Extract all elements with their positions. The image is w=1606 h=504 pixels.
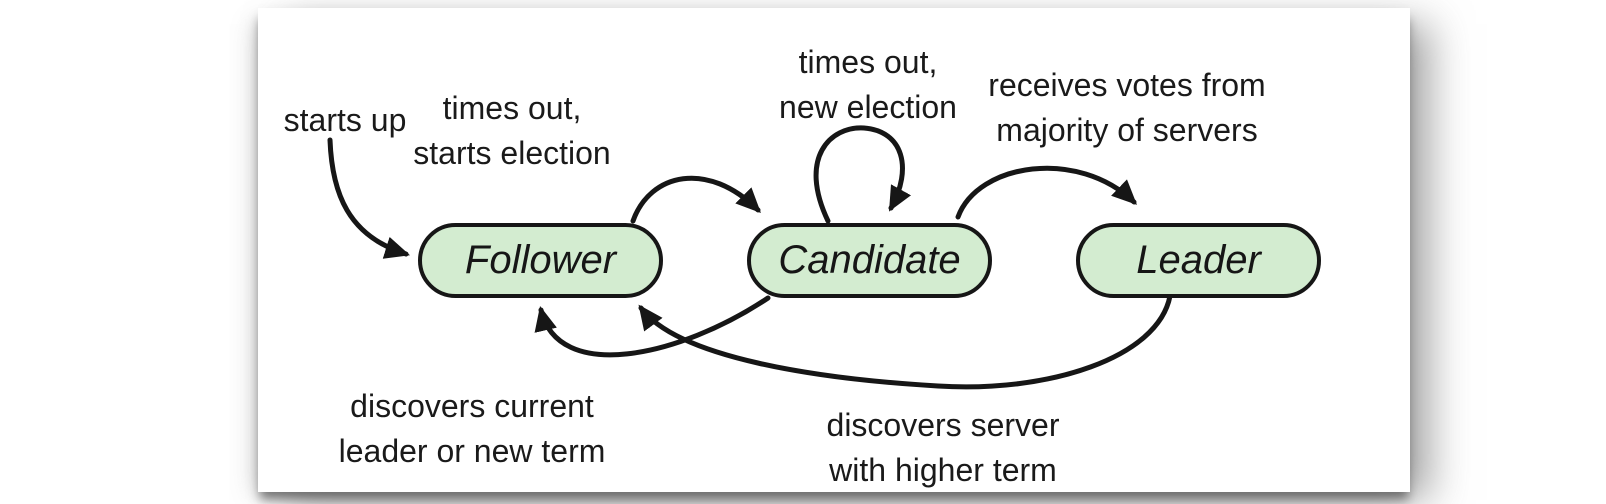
state-node-candidate: Candidate (747, 223, 992, 298)
transition-arrows-layer (327, 125, 1173, 390)
arrow-candidate-self-loop (813, 125, 912, 224)
state-label-leader: Leader (1136, 238, 1261, 282)
transition-label-discovers-higher-term: discovers server with higher term (826, 407, 1060, 488)
transition-label-times-out-starts-election: times out, starts election (413, 90, 611, 171)
transition-label-starts-up: starts up (283, 102, 407, 138)
transition-label-receives-votes: receives votes from majority of servers (988, 67, 1266, 148)
diagram-page: Follower Candidate Leader starts up time… (258, 8, 1410, 492)
state-label-follower: Follower (464, 238, 617, 282)
state-label-candidate: Candidate (778, 238, 961, 282)
arrow-candidate-to-leader (955, 165, 1137, 220)
arrow-leader-to-follower (638, 293, 1173, 390)
arrow-starts-up (327, 137, 410, 259)
arrow-follower-to-candidate (630, 175, 761, 224)
arrow-candidate-to-follower (534, 295, 771, 358)
state-node-leader: Leader (1076, 223, 1321, 298)
transition-label-times-out-new-election: times out, new election (779, 44, 957, 125)
state-node-follower: Follower (418, 223, 663, 298)
transition-label-discovers-current-leader: discovers current leader or new term (338, 388, 606, 469)
